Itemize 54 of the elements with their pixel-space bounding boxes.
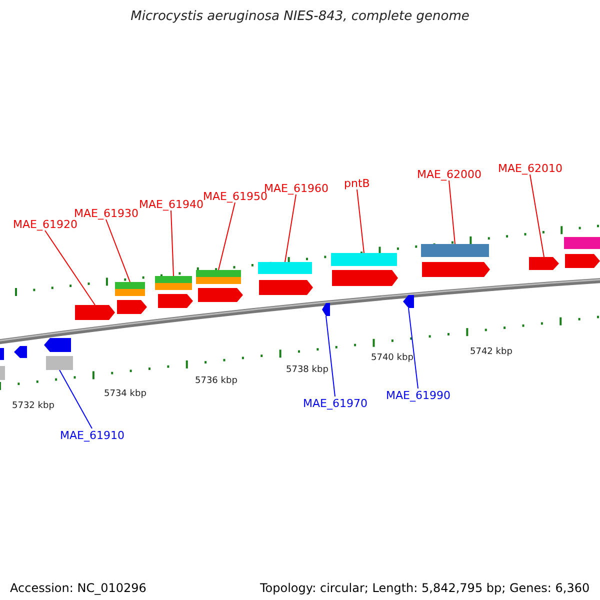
gene-bar [115,289,145,296]
gene-feature [158,294,193,308]
leader-line [408,308,418,389]
leader-line [44,230,96,306]
gene-bar [155,276,192,283]
gene-feature [422,262,490,277]
gene-feature [403,295,414,308]
gene-feature [198,288,243,302]
leader-line [326,316,336,397]
gene-feature [14,346,27,358]
gene-bar [421,244,489,257]
gene-feature [332,270,398,286]
scale-label: 5732 kbp [12,400,54,413]
gene-bar [0,366,5,380]
gene-bar [331,253,397,266]
gene-bar [258,262,312,274]
gene-feature [75,305,115,320]
gene-bar [155,283,192,290]
gene-label: MAE_62000 [417,168,482,180]
gene-bar [196,277,241,284]
gene-label: MAE_61920 [13,218,78,230]
gene-bar [0,348,4,360]
scale-label: 5740 kbp [371,352,414,365]
gene-label: pntB [344,176,370,190]
gene-feature [529,257,559,270]
footer-text: Accession: NC_010296 [10,582,146,595]
gene-bar [196,270,241,277]
gene-feature [117,300,147,314]
leader-line [284,194,296,262]
title: Microcystis aeruginosa NIES-843, complete genome [130,10,470,23]
gene-label: MAE_61910 [60,428,124,442]
leader-line [218,202,236,270]
gene-label: MAE_61940 [139,198,204,210]
gene-label: MAE_61930 [74,206,138,220]
gene-feature [44,338,71,352]
gene-label: MAE_61990 [386,388,450,402]
gene-bar [564,237,600,249]
gene-feature [322,303,330,316]
scale-label: 5736 kbp [195,375,238,388]
gene-bar [115,282,145,289]
leader-line [170,210,174,276]
gene-feature [565,254,600,268]
scale-label: 5738 kbp [286,364,328,377]
scale-label: 5742 kbp [470,346,512,359]
gene-bar [46,356,73,370]
gene-feature [259,280,313,295]
footer-text: Topology: circular; Length: 5,842,795 bp; Genes: 6,360 [260,582,590,595]
scale-label: 5734 kbp [104,388,146,401]
gene-label: MAE_62010 [498,162,562,174]
leader-line [448,180,456,244]
leader-line [530,174,544,258]
leader-line [59,370,92,429]
gene-label: MAE_61970 [303,396,368,410]
leader-line [356,189,364,254]
